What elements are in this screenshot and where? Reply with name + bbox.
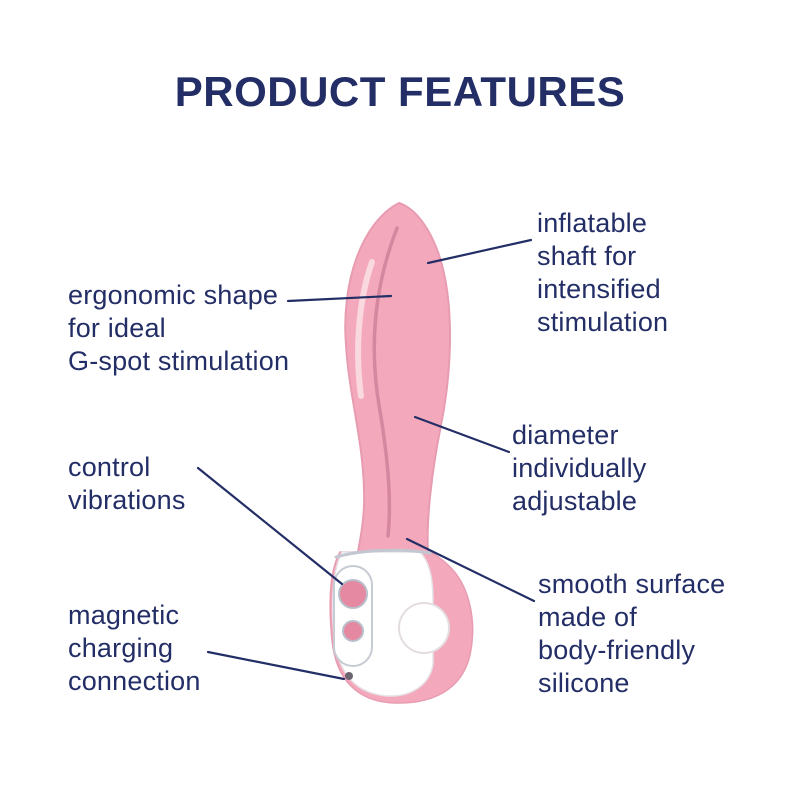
vibration-button-top — [338, 579, 368, 609]
label-inflatable-shaft: inflatable shaft for intensified stimula… — [537, 208, 669, 337]
handle-loop-hole — [398, 602, 450, 654]
callout-lines — [196, 238, 536, 681]
line-inflatable — [426, 238, 533, 265]
line-control — [196, 466, 344, 586]
vibration-button-bottom — [342, 620, 364, 642]
shaft-seam — [372, 226, 399, 538]
page-title: PRODUCT FEATURES — [174, 68, 626, 115]
label-control-vibrations: control vibrations — [68, 452, 186, 515]
label-ergonomic-shape: ergonomic shape for ideal G-spot stimula… — [68, 280, 290, 376]
label-smooth-surface: smooth surface made of body-friendly sil… — [538, 569, 726, 698]
label-magnetic-charging: magnetic charging connection — [68, 600, 201, 696]
shaft-highlight — [355, 259, 375, 399]
handle-trim-silver — [334, 548, 432, 559]
line-magnetic — [206, 650, 346, 681]
line-ergonomic — [286, 294, 393, 303]
label-diameter-adjustable: diameter individually adjustable — [512, 420, 647, 516]
charging-contact-dot — [345, 672, 353, 680]
device — [329, 201, 474, 704]
line-smooth — [405, 537, 536, 603]
line-diameter — [413, 415, 511, 454]
